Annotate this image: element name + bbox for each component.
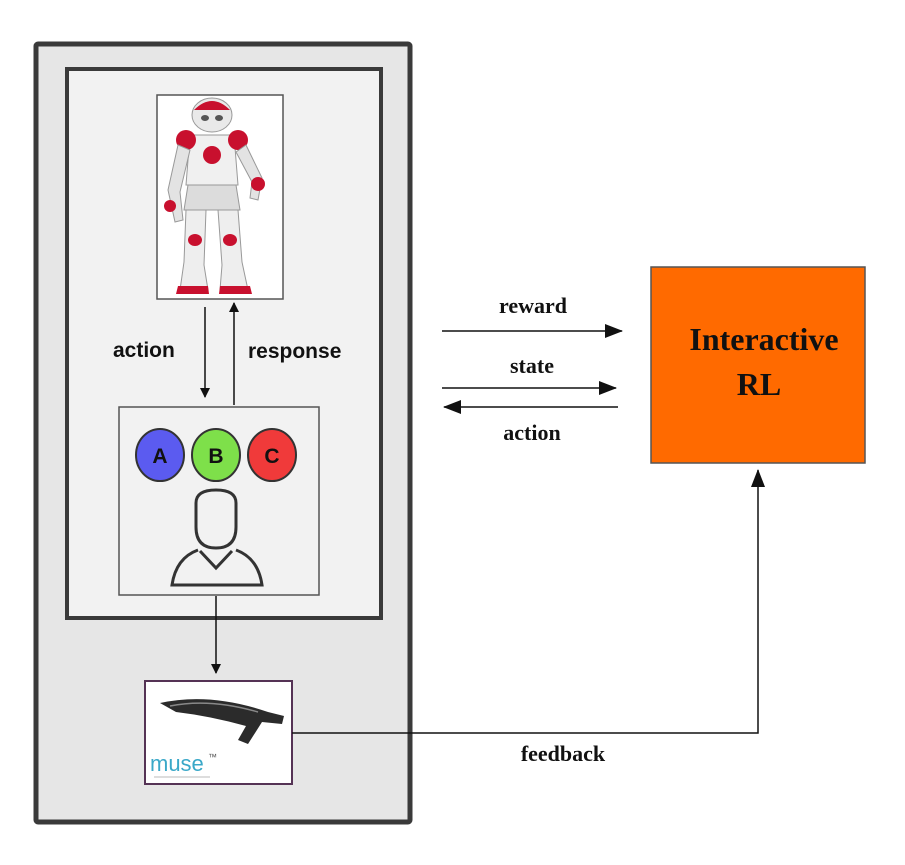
robot-icon <box>164 97 265 294</box>
button-a[interactable]: A <box>135 428 185 482</box>
feedback-label: feedback <box>521 741 606 766</box>
interactive-rl-line1: Interactive <box>689 321 838 357</box>
interactive-rl-line2: RL <box>737 366 781 402</box>
muse-logo: muse <box>150 751 204 776</box>
robot-action-label: action <box>113 339 175 362</box>
rl-action-label: action <box>503 420 560 445</box>
robot-image <box>156 94 284 300</box>
robot-response-label: response <box>248 340 341 363</box>
interactive-rl-box: Interactive RL <box>650 266 866 464</box>
muse-device-image: muse ™ <box>144 680 293 785</box>
button-c-label: C <box>264 445 279 468</box>
button-a-label: A <box>152 445 167 468</box>
button-c[interactable]: C <box>247 428 297 482</box>
button-b[interactable]: B <box>191 428 241 482</box>
state-label: state <box>510 353 554 378</box>
muse-trademark: ™ <box>208 752 217 762</box>
button-b-label: B <box>208 445 223 468</box>
reward-label: reward <box>499 293 567 318</box>
user-icon <box>170 488 264 587</box>
muse-headband-icon <box>160 699 284 744</box>
feedback-arrow <box>292 469 765 734</box>
